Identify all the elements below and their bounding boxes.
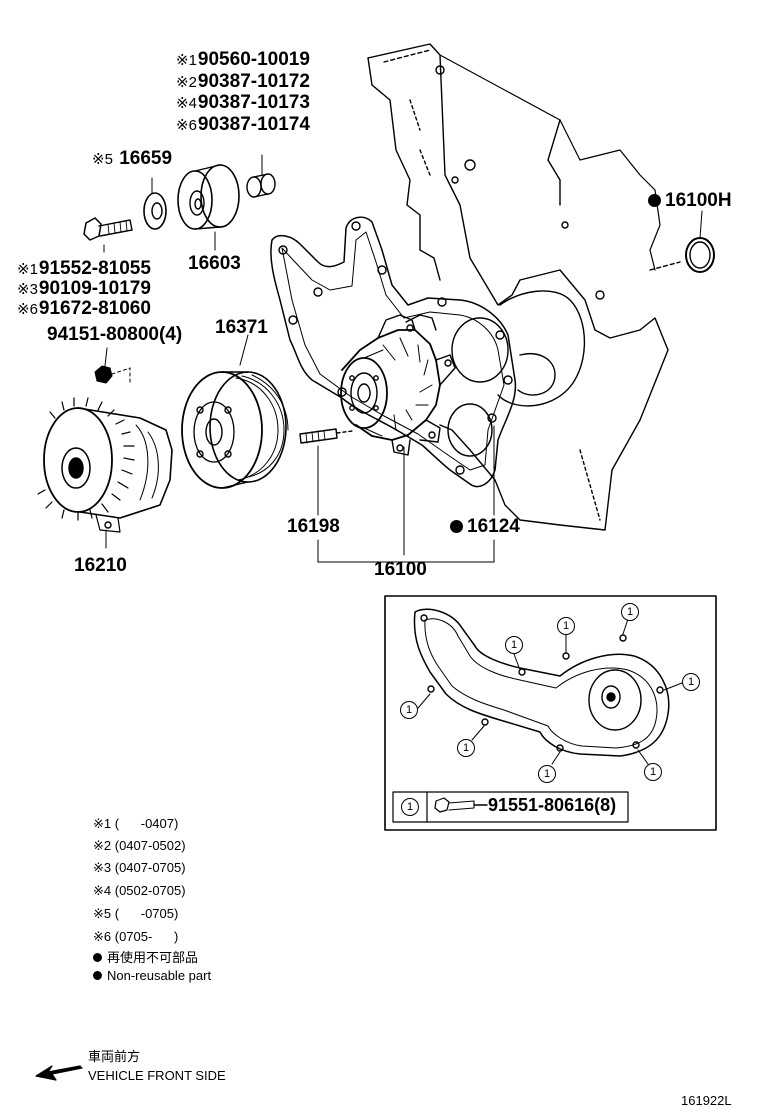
timing-cover-outline bbox=[367, 43, 681, 531]
note-row-3: ※3 (0407-0705) bbox=[93, 860, 186, 875]
inset-marker: 1 bbox=[682, 673, 700, 691]
inset-marker: 1 bbox=[621, 603, 639, 621]
note-row-5: ※5 ( -0705) bbox=[93, 906, 179, 921]
label-o-ring-16100h: 16100H bbox=[648, 191, 732, 211]
note-row-1: ※1 ( -0407) bbox=[93, 816, 179, 831]
inset-marker: 1 bbox=[400, 701, 418, 719]
inset-marker: 1 bbox=[538, 765, 556, 783]
non-reusable-dot-icon bbox=[93, 953, 102, 962]
idler-pulley-16603 bbox=[177, 164, 240, 230]
vehicle-front-arrow bbox=[35, 1065, 83, 1081]
legend-non-reusable-en: Non-reusable part bbox=[93, 968, 211, 984]
label-water-pump-16100: 16100 bbox=[374, 559, 427, 580]
inset-marker: 1 bbox=[505, 636, 523, 654]
inset-detail-box bbox=[384, 595, 717, 831]
legend-non-reusable-jp: 再使用不可部品 bbox=[93, 950, 198, 966]
label-stud-16198: 16198 bbox=[287, 516, 340, 537]
label-fan-bolt-1: ※190560-10019 bbox=[176, 49, 310, 70]
label-inset-bolt-91551: 91551-80616(8) bbox=[488, 795, 617, 815]
direction-label-en: VEHICLE FRONT SIDE bbox=[88, 1068, 226, 1083]
label-bolt-1: ※191552-81055 bbox=[17, 258, 151, 279]
note-row-6: ※6 (0705- ) bbox=[93, 929, 179, 944]
fan-clutch-16210 bbox=[37, 397, 173, 533]
o-ring-16100h bbox=[685, 210, 715, 273]
note-row-4: ※4 (0502-0705) bbox=[93, 883, 186, 898]
label-bolt-6: ※691672-81060 bbox=[17, 298, 151, 319]
non-reusable-dot-icon bbox=[93, 971, 102, 980]
direction-label-jp: 車両前方 bbox=[88, 1049, 141, 1064]
collar-90387 bbox=[246, 173, 276, 198]
label-spacer-16659: ※5 16659 bbox=[92, 148, 173, 169]
non-reusable-marker bbox=[450, 520, 463, 533]
label-fan-clutch-16210: 16210 bbox=[74, 555, 127, 576]
label-bolt-3: ※390109-10179 bbox=[17, 278, 151, 299]
label-gasket-16124: 16124 bbox=[450, 517, 520, 537]
note-row-2: ※2 (0407-0502) bbox=[93, 838, 186, 853]
leader-lines bbox=[103, 154, 495, 563]
figure-id: 161922L bbox=[681, 1093, 732, 1108]
label-fan-bolt-4: ※490387-10173 bbox=[176, 92, 310, 113]
inset-marker: 1 bbox=[557, 617, 575, 635]
non-reusable-marker bbox=[648, 194, 661, 207]
nut-94151 bbox=[94, 365, 113, 384]
label-fan-bolt-2: ※290387-10172 bbox=[176, 71, 310, 92]
water-pump-body bbox=[340, 314, 456, 456]
inset-legend-marker: 1 bbox=[401, 798, 419, 816]
gasket-16124 bbox=[270, 216, 517, 488]
label-fan-bolt-6: ※690387-10174 bbox=[176, 114, 310, 135]
inset-marker: 1 bbox=[644, 763, 662, 781]
fan-pulley-16371 bbox=[181, 371, 289, 489]
label-fan-pulley-16371: 16371 bbox=[215, 317, 268, 338]
spacer-16659 bbox=[143, 177, 167, 230]
label-idler-pulley-16603: 16603 bbox=[188, 253, 241, 274]
bolt-91552 bbox=[83, 217, 133, 241]
inset-marker: 1 bbox=[457, 739, 475, 757]
label-nut-94151: 94151-80800(4) bbox=[47, 324, 183, 345]
stud-16198 bbox=[299, 428, 353, 516]
